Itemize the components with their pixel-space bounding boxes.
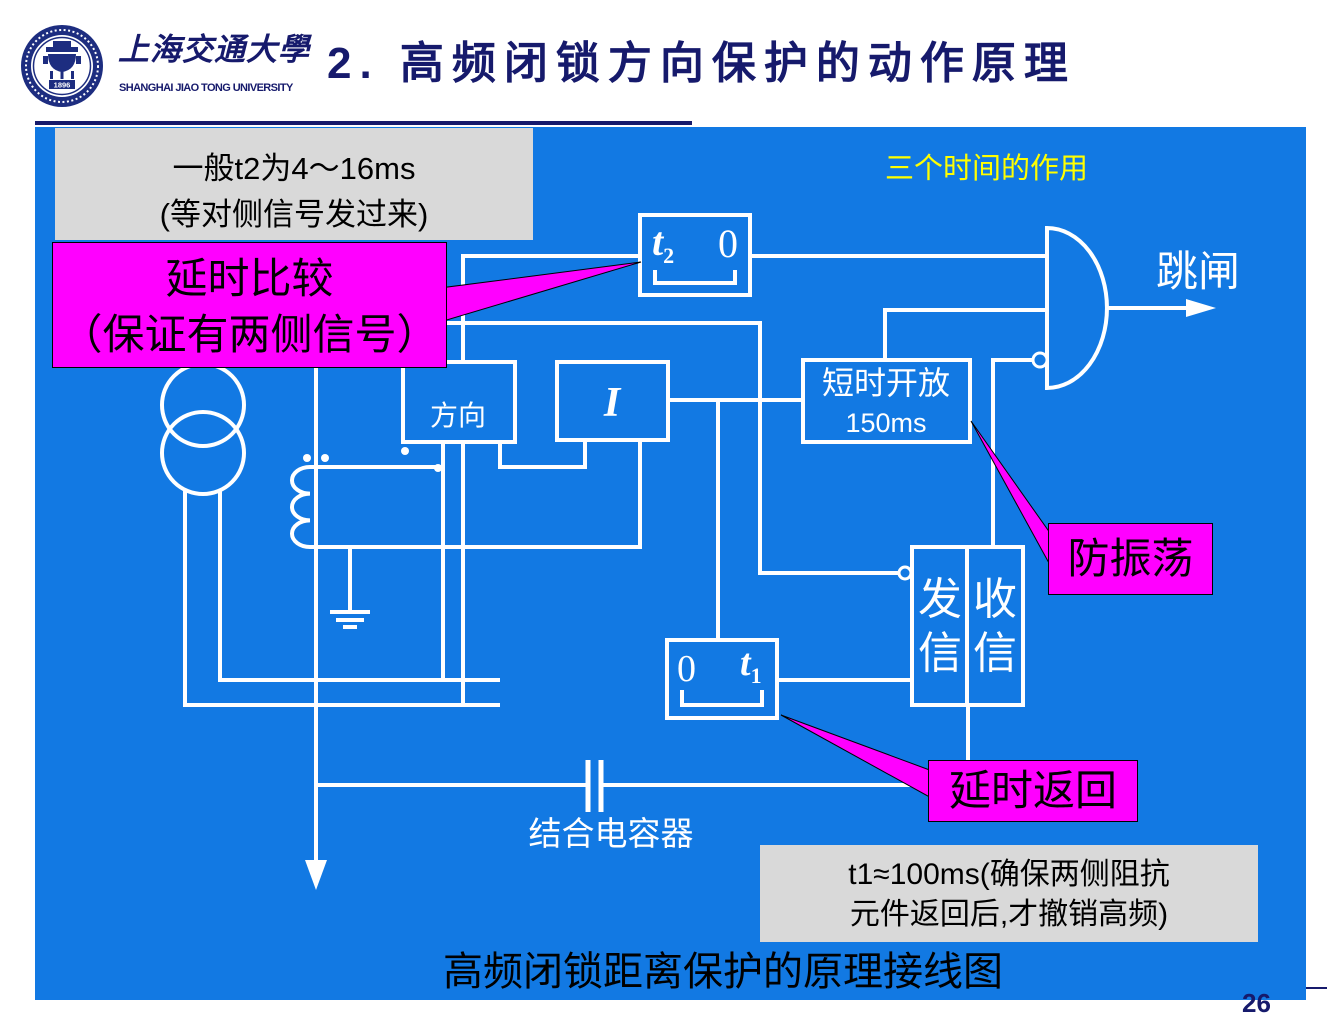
and-gate-inhibit-bubble [1031, 351, 1049, 369]
diagram-heading: 三个时间的作用 [885, 152, 1088, 185]
t1-note-line1: t1≈100ms(确保两侧阻抗 [848, 858, 1170, 891]
university-name-chinese: 上海交通大學 [118, 32, 310, 67]
wire-pt-lead-a [218, 491, 500, 682]
pt-winding-secondary [160, 410, 246, 496]
receive-label-char1: 收 [973, 575, 1017, 624]
wire-pt-lead-b [183, 491, 500, 707]
footer-divider [1306, 987, 1327, 989]
short-open-frame [801, 358, 972, 444]
direction-label: 方向 [430, 400, 486, 431]
wire-direction-to-current [498, 440, 587, 469]
bus-arrowhead [305, 860, 327, 890]
callout-delay-compare: 延时比较 （保证有两侧信号） [52, 242, 447, 368]
transmit-label-char2: 信 [918, 629, 962, 678]
callout-delay-compare-detail: （保证有两侧信号） [60, 311, 439, 358]
seal-year: 1896 [54, 81, 71, 90]
callout-delay-return: 延时返回 [928, 760, 1138, 822]
short-open-label: 短时开放 [822, 365, 950, 401]
transceiver-block: 发 信 收 信 [910, 545, 1025, 707]
ground-symbol [330, 610, 370, 629]
university-seal-logo: 1896 [21, 25, 103, 107]
header-divider [35, 121, 692, 125]
pt-winding-primary [160, 362, 246, 448]
polarity-dot [303, 454, 311, 462]
t2-range-note: 一般t2为4～16ms (等对侧信号发过来) [55, 128, 533, 240]
wire-direction-to-t2 [461, 254, 640, 362]
t2-timer-bracket [653, 270, 737, 285]
polarity-dot [321, 454, 329, 462]
t1-timer-symbol-text: t1 [740, 642, 762, 688]
page-number-area: 26 [1238, 990, 1288, 1013]
short-open-block: 短时开放 150ms [801, 358, 972, 444]
and-gate [1045, 225, 1109, 391]
trip-label: 跳闸 [1156, 248, 1240, 295]
polarity-dot [401, 447, 409, 455]
transmit-label-char1: 发 [918, 575, 962, 624]
short-open-duration: 150ms [845, 408, 926, 438]
current-label: I [603, 380, 622, 426]
callout-anti-oscillation: 防振荡 [1048, 523, 1213, 595]
university-name-english: SHANGHAI JIAO TONG UNIVERSITY [119, 82, 293, 94]
callout-pointer-delay-return [780, 714, 936, 801]
seal-emblem [43, 41, 81, 79]
t2-range-note-line1: 一般t2为4～16ms [172, 151, 416, 186]
t1-note: t1≈100ms(确保两侧阻抗 元件返回后,才撤销高频) [760, 845, 1258, 942]
seal-year-plate [49, 80, 75, 89]
coupling-capacitor [585, 760, 604, 812]
polarity-dot [434, 464, 442, 472]
current-block: I [555, 360, 670, 442]
direction-frame [401, 360, 517, 444]
wire-receiver-to-and-gate [991, 358, 1033, 547]
t2-timer-symbol: t [652, 219, 665, 264]
page-number: 26 [1242, 990, 1271, 1013]
wire-current-to-ct-coil [310, 440, 642, 549]
t2-timer-block: t2 0 [638, 213, 752, 297]
seal-text-ring [25, 29, 99, 103]
t1-timer-bracket [680, 690, 764, 707]
current-frame [555, 360, 670, 442]
t2-timer-subscript: 2 [663, 243, 674, 268]
potential-transformer [160, 362, 246, 496]
t2-timer-zero: 0 [718, 221, 738, 266]
t2-timer-symbol-text: t2 [652, 219, 674, 268]
transmit-inhibit-bubble [897, 565, 913, 581]
t1-timer-block: 0 t1 [665, 638, 779, 720]
callout-delay-compare-title: 延时比较 [165, 255, 334, 302]
t1-timer-symbol: t [740, 642, 752, 684]
seal-inner-ring [32, 36, 92, 96]
capacitor-label: 结合电容器 [529, 815, 694, 852]
t1-timer-zero: 0 [677, 648, 696, 690]
receive-label-char2: 信 [973, 629, 1017, 678]
t2-range-note-line2: (等对侧信号发过来) [159, 197, 429, 232]
wire-short-open-to-and-gate [883, 308, 1047, 360]
ct-coil [290, 465, 311, 549]
wires [183, 254, 1190, 862]
trip-arrowhead [1186, 299, 1216, 317]
direction-block: 方向 [401, 360, 517, 444]
slide-title: 2. 高频闭锁方向保护的动作原理 [327, 39, 1076, 88]
callout-pointer-delay-compare [439, 261, 642, 323]
diagram-caption: 高频闭锁距离保护的原理接线图 [443, 950, 1003, 994]
t1-note-line2: 元件返回后,才撤销高频) [849, 898, 1169, 931]
wire-bus-to-transmit-inhibit [316, 321, 899, 575]
t1-timer-subscript: 1 [751, 663, 762, 688]
